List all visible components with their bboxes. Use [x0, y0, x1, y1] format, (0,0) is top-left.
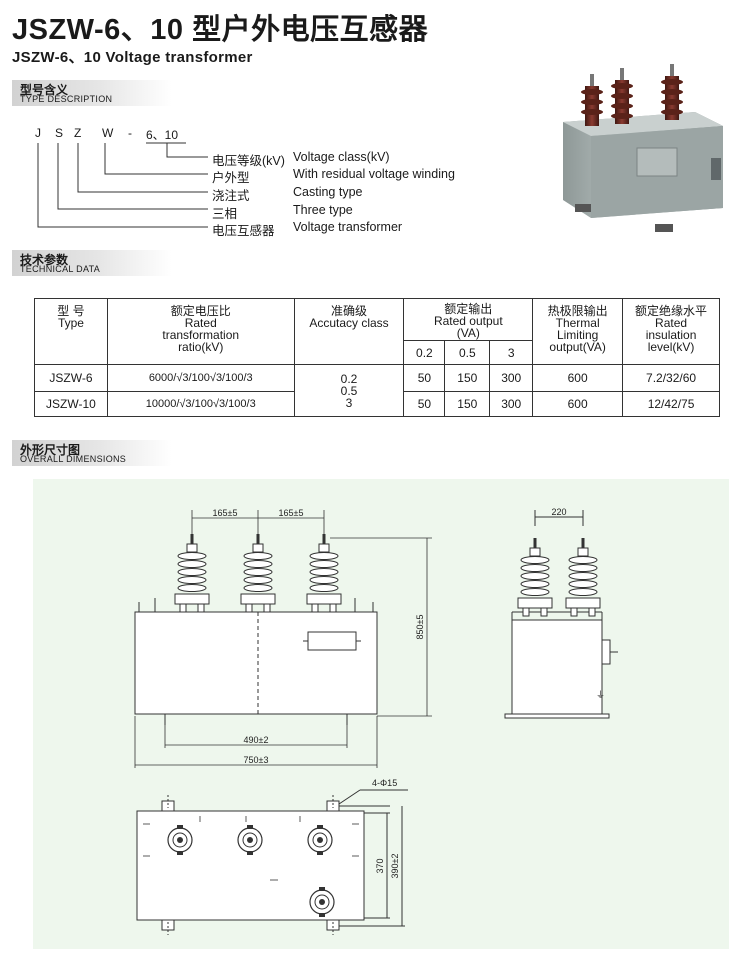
dim-mount: 490±2: [244, 735, 269, 745]
section-heading-en: OVERALL DIMENSIONS: [20, 454, 127, 464]
code-letter-w: W: [102, 126, 114, 140]
section-heading-en: TECHNICAL DATA: [20, 264, 101, 274]
dim-holes: 4-Φ15: [372, 778, 397, 788]
type-item-en: Three type: [293, 203, 353, 217]
dim-height: 850±5: [415, 615, 425, 640]
dim-width: 750±3: [244, 755, 269, 765]
dim-side-pitch: 220: [551, 507, 566, 517]
section-heading-en: TYPE DESCRIPTION: [20, 94, 113, 104]
type-item-cn: 浇注式: [212, 189, 250, 203]
type-item-en: Voltage transformer: [293, 220, 403, 234]
code-letter-dash: -: [128, 126, 132, 140]
dim-depth-inner: 370: [375, 858, 385, 873]
type-item-cn: 户外型: [212, 171, 250, 185]
type-item-en: Casting type: [293, 185, 363, 199]
type-item-cn: 电压等级(kV): [212, 154, 285, 168]
section-heading-cn: 型号含义: [20, 83, 69, 97]
code-letter-voltage: 6、10: [146, 128, 179, 142]
section-heading-cn: 外形尺寸图: [20, 443, 81, 457]
section-heading-cn: 技术参数: [20, 253, 69, 267]
section-technical-data: 技术参数 TECHNICAL DATA: [12, 250, 172, 276]
type-item-cn: 三相: [212, 207, 238, 221]
terminal-symbol: ⏚: [596, 690, 605, 700]
page-title: JSZW-6、10 型户外电压互感器: [12, 14, 429, 46]
header-output-05: 0.5: [444, 340, 491, 365]
code-letter-j: J: [35, 126, 41, 140]
type-item-en: Voltage class(kV): [293, 150, 390, 164]
type-item-cn: 电压互感器: [212, 224, 275, 238]
section-overall-dimensions: 外形尺寸图 OVERALL DIMENSIONS: [12, 440, 172, 466]
code-leader-lines: [37, 142, 208, 228]
code-letter-z: Z: [74, 126, 82, 140]
product-photo: [563, 64, 723, 232]
section-type-description: 型号含义 TYPE DESCRIPTION: [12, 80, 172, 106]
page-subtitle: JSZW-6、10 Voltage transformer: [12, 49, 253, 66]
code-letter-s: S: [55, 126, 64, 140]
type-item-en: With residual voltage winding: [293, 167, 455, 181]
dim-depth-outer: 390±2: [390, 854, 400, 879]
table-row: JSZW-10 10000/√3/100√3/100/3 50 150 300 …: [34, 391, 720, 417]
dim-pitch-right: 165±5: [279, 508, 304, 518]
dim-pitch-left: 165±5: [213, 508, 238, 518]
